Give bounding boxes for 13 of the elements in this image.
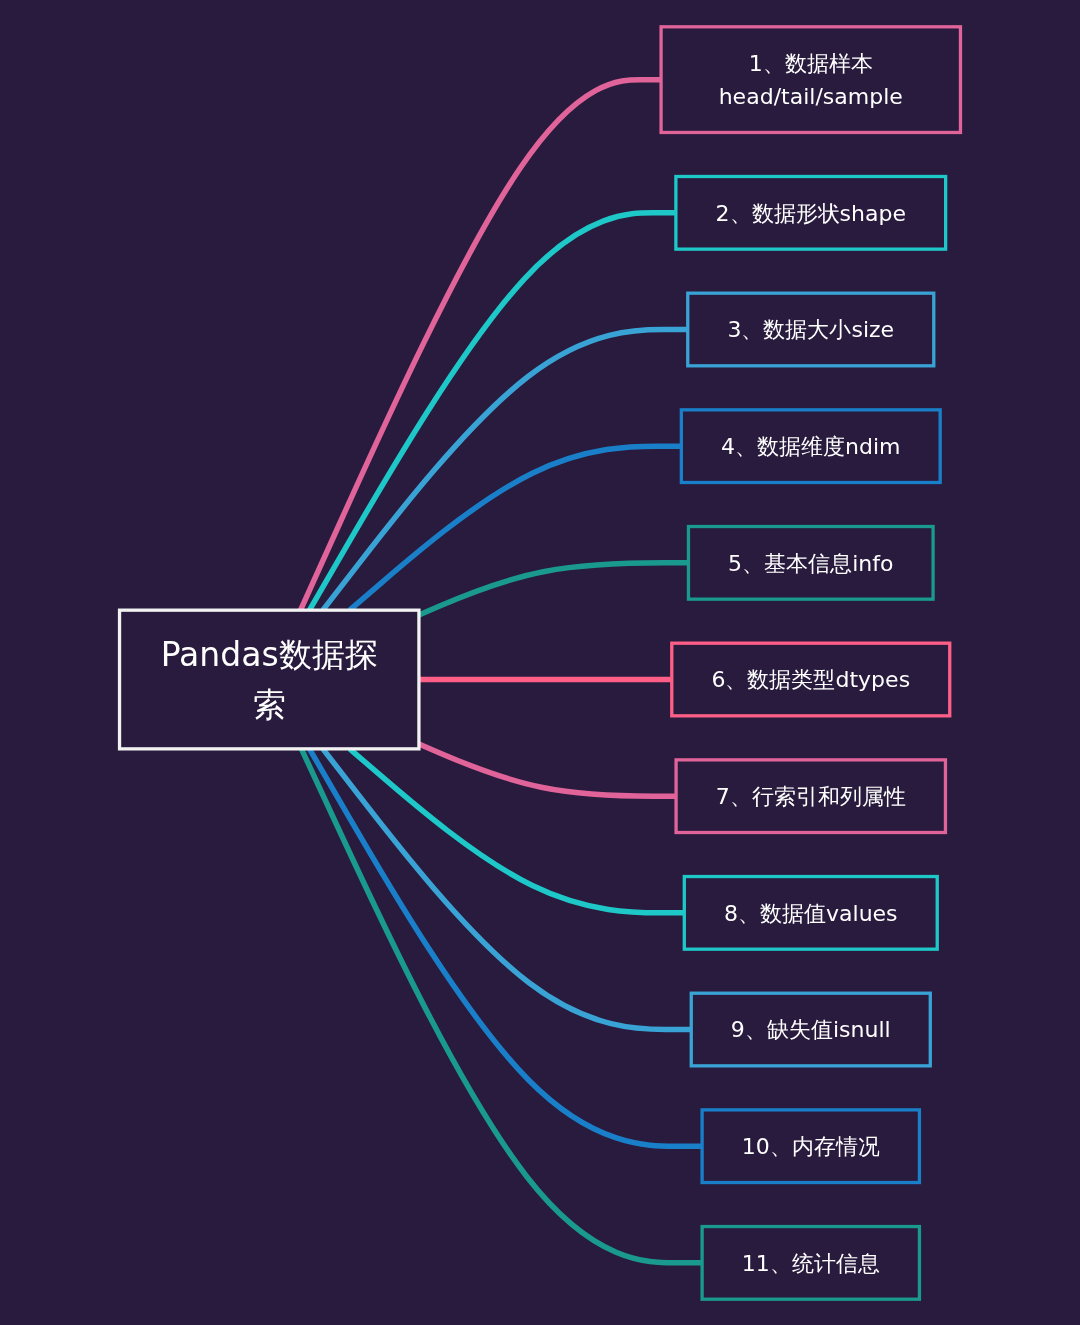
node-box: 7、行索引和列属性: [674, 757, 948, 834]
node-box: 8、数据值values: [682, 874, 939, 951]
node-box: 9、缺失值isnull: [689, 991, 932, 1067]
node-box: 2、数据形状shape: [674, 174, 948, 251]
node-box: 3、数据大小size: [686, 291, 936, 367]
node-box: 6、数据类型dtypes: [670, 641, 952, 717]
node-box: 11、统计信息: [700, 1224, 922, 1301]
node-box: Pandas数据探索: [117, 608, 421, 750]
node-box: 4、数据维度ndim: [679, 407, 942, 484]
connector: [418, 676, 672, 682]
node-box: 10、内存情况: [700, 1107, 922, 1184]
node-box: 1、数据样本head/tail/sample: [659, 24, 963, 134]
node-box: 5、基本信息info: [686, 524, 935, 601]
